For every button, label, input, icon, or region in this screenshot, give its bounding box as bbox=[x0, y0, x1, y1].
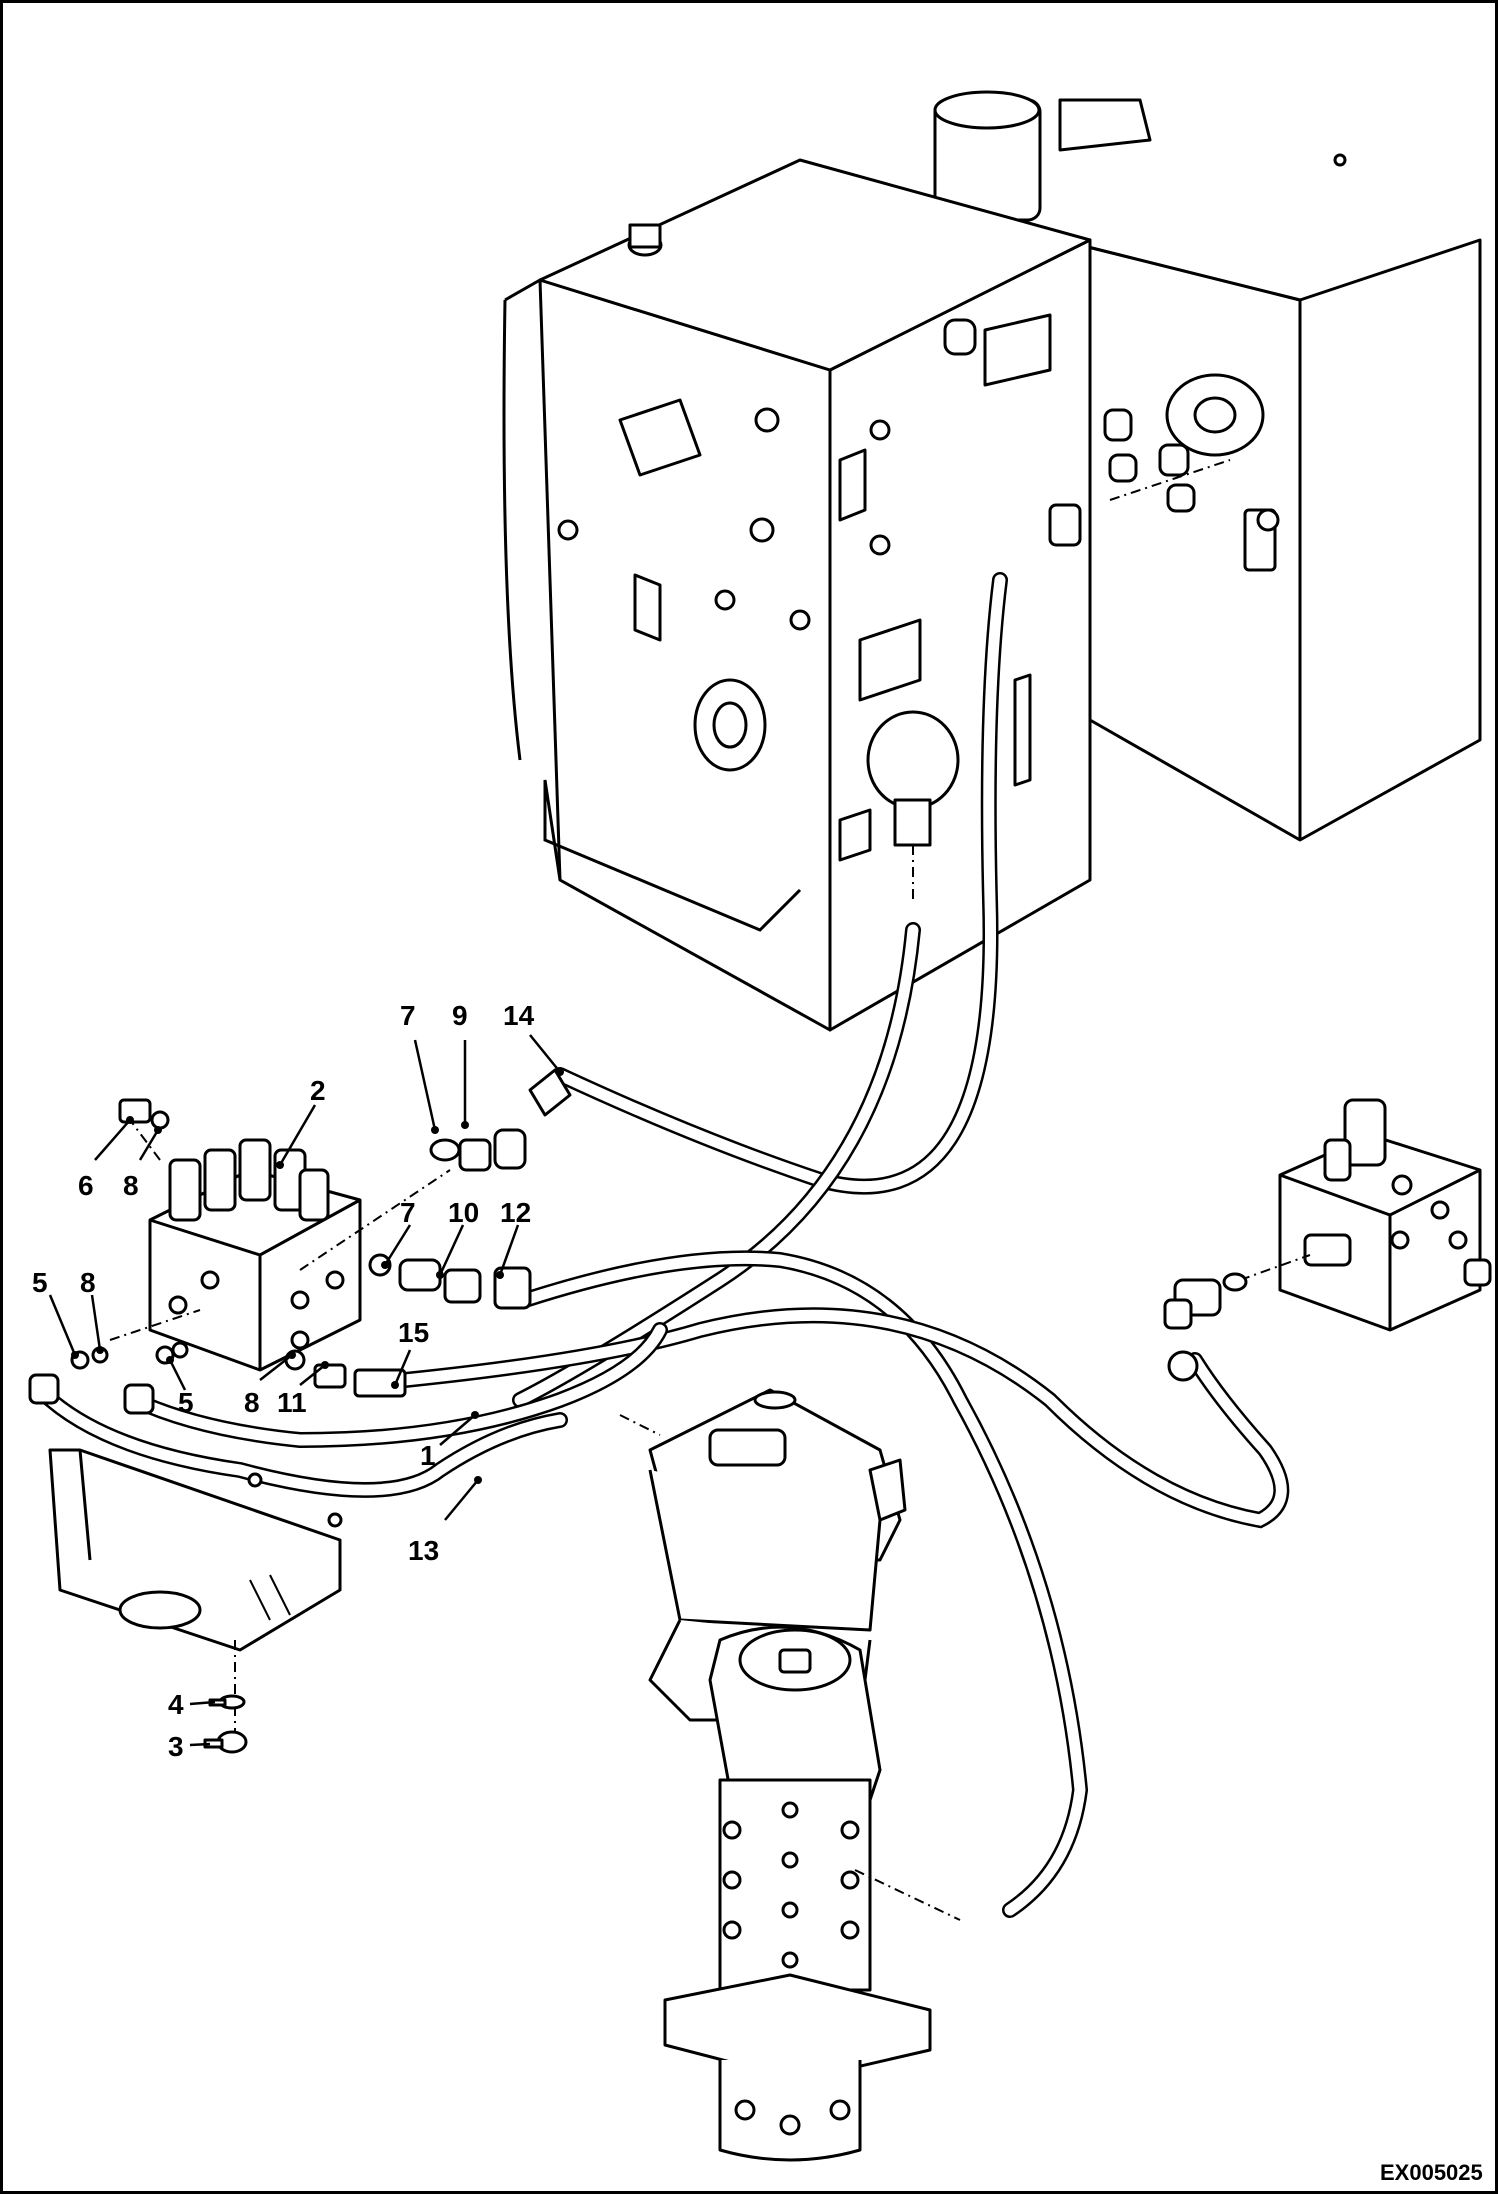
side-valve-block-icon bbox=[1163, 1098, 1492, 1382]
control-valve-block-icon bbox=[129, 1119, 451, 1372]
callout-5-mid: 5 bbox=[178, 1387, 194, 1418]
callout-12: 12 bbox=[500, 1197, 531, 1228]
hose-lines bbox=[32, 572, 1290, 1918]
callout-5-left: 5 bbox=[32, 1267, 48, 1298]
callout-8-mid: 8 bbox=[244, 1387, 260, 1418]
callout-6: 6 bbox=[78, 1170, 94, 1201]
swivel-joint-icon bbox=[619, 1388, 961, 2162]
left-fittings bbox=[28, 1068, 572, 1415]
callout-2: 2 bbox=[310, 1075, 326, 1106]
callout-8-left: 8 bbox=[80, 1267, 96, 1298]
callout-9: 9 bbox=[452, 1000, 468, 1031]
callout-15: 15 bbox=[398, 1317, 429, 1348]
accumulator-icon bbox=[838, 710, 960, 900]
callout-4: 4 bbox=[168, 1689, 184, 1720]
callout-8-top: 8 bbox=[123, 1170, 139, 1201]
callout-11: 11 bbox=[277, 1387, 307, 1418]
callout-3: 3 bbox=[168, 1731, 184, 1762]
callout-13: 14 bbox=[503, 1000, 535, 1031]
frame-bracket-icon bbox=[48, 1448, 343, 1754]
drawing-code: EX005025 bbox=[1380, 2160, 1483, 2185]
callout-1: 1 bbox=[420, 1440, 436, 1471]
callout-7-mid: 7 bbox=[400, 1197, 416, 1228]
hydraulic-tank-icon bbox=[502, 90, 1482, 1032]
callout-14: 13 bbox=[408, 1535, 439, 1566]
callout-10: 10 bbox=[448, 1197, 479, 1228]
callouts: 2 6 8 7 9 14 7 10 12 5 8 15 5 bbox=[32, 1000, 564, 1762]
callout-7-top: 7 bbox=[400, 1000, 416, 1031]
